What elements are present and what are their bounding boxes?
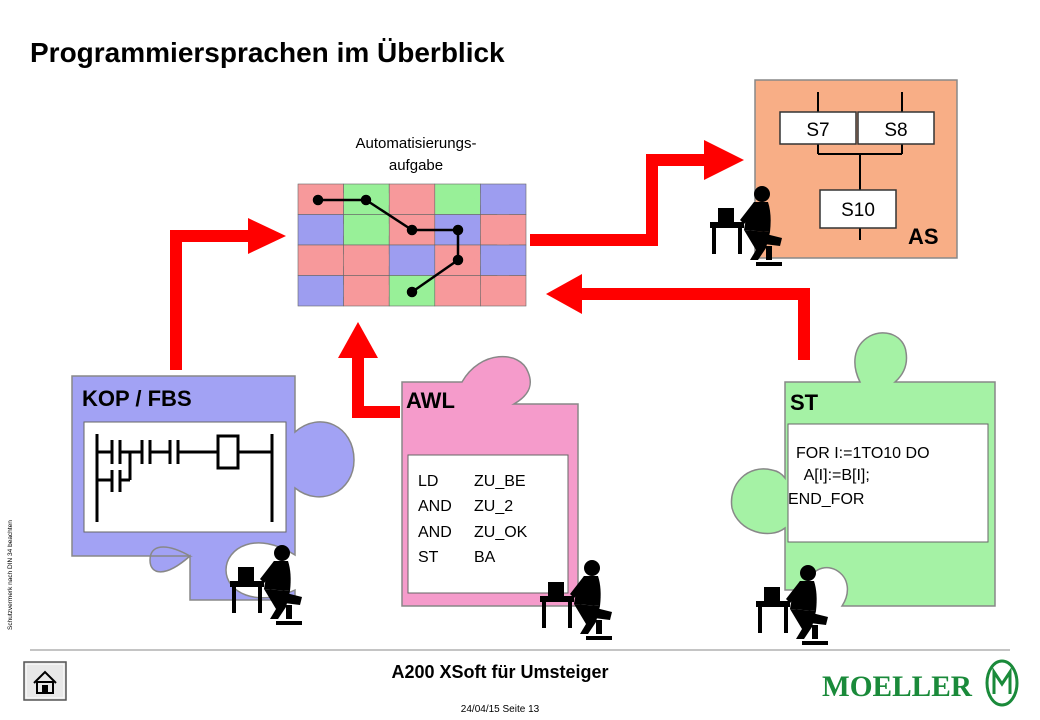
moeller-logo: MOELLER — [822, 659, 1019, 707]
awl-op-2: AND — [418, 498, 452, 515]
kop-label: KOP / FBS — [82, 386, 192, 411]
step-s8-box — [857, 111, 935, 145]
moeller-emblem-icon — [985, 659, 1019, 707]
st-code-line-1: FOR I:=1TO10 DO — [796, 445, 930, 462]
footer-date-page: 24/04/15 Seite 13 — [461, 704, 540, 715]
awl-arg-2: ZU_2 — [474, 498, 513, 515]
arrow-kop-to-task — [170, 218, 286, 370]
footer-title: A200 XSoft für Umsteiger — [391, 662, 608, 682]
puzzle-logic-lines — [312, 194, 464, 298]
awl-arg-4: BA — [474, 549, 496, 566]
awl-arg-1: ZU_BE — [474, 473, 526, 490]
puzzle-piece — [434, 275, 481, 307]
home-icon — [33, 670, 57, 694]
step-s10-box — [819, 189, 897, 229]
home-button[interactable] — [23, 661, 67, 701]
moeller-logo-text: MOELLER — [822, 670, 972, 703]
awl-code: LD ZU_BE AND ZU_2 AND ZU_OK ST BA — [418, 473, 528, 566]
st-code-line-2: A[I]:=B[I]; — [800, 467, 870, 484]
awl-op-1: LD — [418, 473, 438, 490]
puzzle-piece — [343, 214, 390, 246]
st-label: ST — [790, 390, 819, 415]
st-code-box — [787, 423, 989, 543]
puzzle-piece — [388, 183, 436, 215]
task-label-line2: aufgabe — [389, 157, 443, 174]
slide-title: Programmiersprachen im Überblick — [30, 37, 505, 68]
awl-label: AWL — [406, 388, 455, 413]
awl-code-box — [407, 454, 569, 594]
step-s7-box — [779, 111, 857, 145]
ladder-diagram — [95, 434, 274, 522]
step-s8: S8 — [884, 120, 907, 141]
puzzle-piece — [480, 275, 527, 307]
task-puzzle — [297, 183, 527, 307]
puzzle-piece — [388, 244, 436, 276]
puzzle-piece — [297, 275, 344, 307]
awl-arg-3: ZU_OK — [474, 524, 528, 541]
arrow-awl-to-task — [338, 322, 400, 418]
st-code-line-3: END_FOR — [788, 491, 864, 508]
puzzle-piece — [343, 275, 390, 307]
protection-note: Schutzvermerk nach DIN 34 beachten — [7, 520, 14, 630]
puzzle-piece — [434, 183, 481, 215]
arrow-st-to-task — [546, 274, 810, 360]
arrow-task-to-as — [530, 140, 744, 246]
puzzle-piece — [297, 244, 344, 276]
task-label-line1: Automatisierungs- — [356, 135, 477, 152]
as-sfc-lines — [817, 92, 903, 240]
step-s7: S7 — [806, 120, 829, 141]
step-s10: S10 — [841, 200, 875, 221]
person-icon-kop — [230, 545, 302, 625]
awl-op-4: ST — [418, 549, 439, 566]
awl-op-3: AND — [418, 524, 452, 541]
as-label: AS — [908, 224, 939, 249]
puzzle-piece — [343, 244, 390, 276]
puzzle-piece — [297, 214, 344, 246]
ladder-box — [83, 421, 287, 533]
